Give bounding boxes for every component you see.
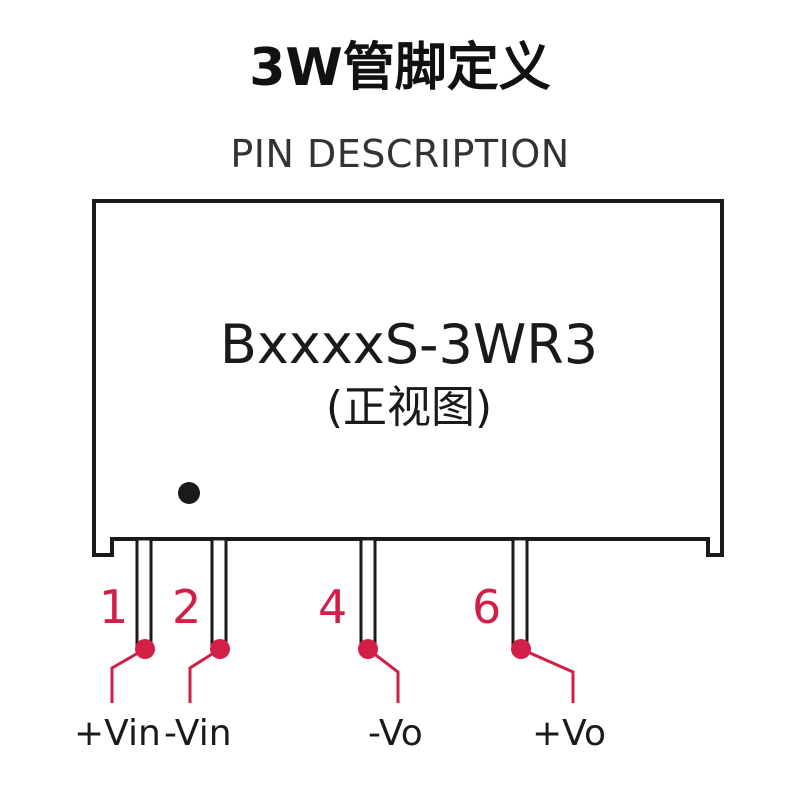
pin-2-lead bbox=[188, 537, 230, 703]
diagram-subtitle: PIN DESCRIPTION bbox=[230, 132, 570, 176]
pin-label-minus-vo: -Vo bbox=[368, 713, 423, 754]
pin-number-4: 4 bbox=[318, 580, 348, 634]
pin-label-plus-vin: +Vin bbox=[74, 713, 161, 754]
pin-1-lead bbox=[110, 537, 155, 703]
pin-4-lead bbox=[358, 537, 400, 703]
pin-number-1: 1 bbox=[99, 580, 129, 634]
pin-number-2: 2 bbox=[172, 580, 202, 634]
package-outline bbox=[92, 199, 724, 557]
front-view-caption: (正视图) bbox=[325, 382, 493, 433]
pin-label-plus-vo: +Vo bbox=[532, 713, 607, 754]
model-number: BxxxxS-3WR3 bbox=[219, 313, 599, 376]
diagram-title: 3W管脚定义 bbox=[249, 38, 551, 98]
pin-label-minus-vin: -Vin bbox=[164, 713, 232, 754]
pin-6-lead bbox=[511, 537, 575, 703]
pin1-marker-dot bbox=[178, 482, 200, 504]
pin-number-6: 6 bbox=[472, 580, 502, 634]
